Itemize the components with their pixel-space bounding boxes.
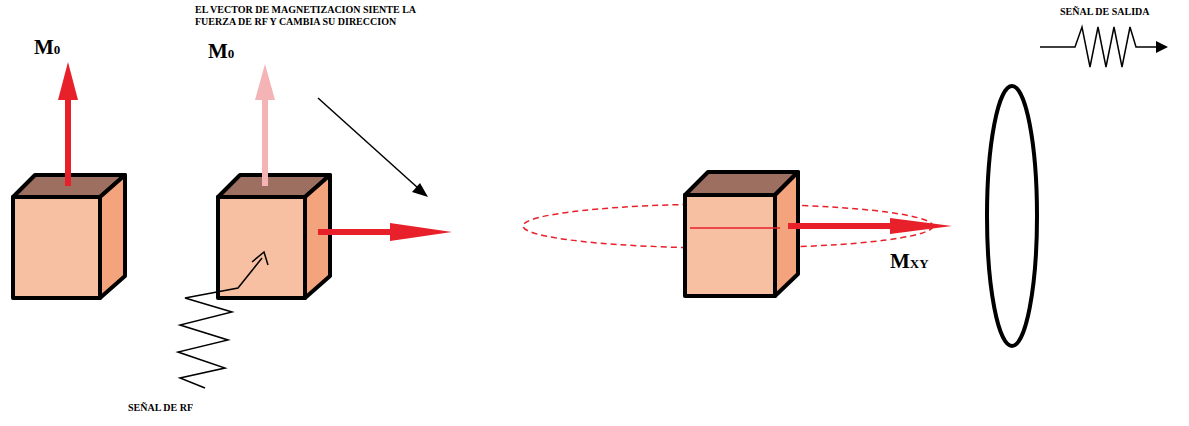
faded-magnetization-arrow	[255, 64, 275, 186]
output-arrowhead	[1156, 41, 1168, 53]
vector-label: M0	[34, 36, 60, 61]
sample-cube	[13, 175, 125, 298]
sample-cube	[685, 172, 798, 296]
tipped-magnetization-arrow	[318, 223, 452, 241]
rf-signal	[178, 252, 268, 388]
magnetization-arrow	[58, 62, 78, 186]
vector-label: M0	[208, 40, 234, 65]
sample-cube	[218, 175, 330, 298]
annotation-note: EL VECTOR DE MAGNETIZACION SIENTE LA FUE…	[195, 4, 457, 28]
transverse-magnetization-arrow	[788, 218, 952, 234]
signal-label: SEÑAL DE RF	[128, 402, 193, 414]
receiver-coil	[987, 86, 1037, 346]
output-signal	[1040, 27, 1158, 67]
leader-line	[318, 98, 428, 197]
signal-label: SEÑAL DE SALIDA	[1060, 6, 1149, 18]
vector-label: MXY	[890, 250, 929, 275]
precession-path	[690, 227, 780, 229]
